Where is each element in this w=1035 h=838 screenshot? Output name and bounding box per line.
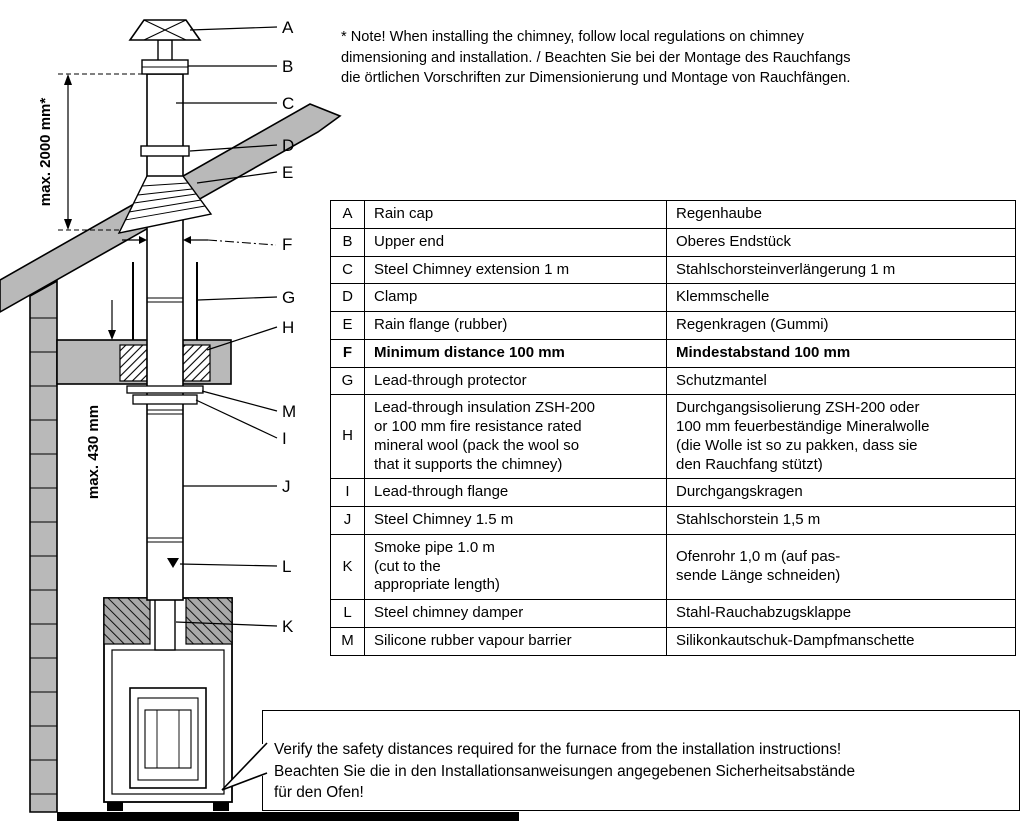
minimum-distance-arrows: [122, 236, 277, 246]
part-name-en: Lead-through flange: [364, 478, 667, 507]
part-label-a: A: [282, 18, 294, 37]
chimney-pipe: [146, 73, 184, 601]
part-label-k: K: [282, 617, 294, 636]
part-name-de: Klemmschelle: [666, 283, 1016, 312]
part-key: E: [330, 311, 365, 340]
smoke-pipe: [154, 597, 176, 651]
part-name-en: Silicone rubber vapour barrier: [364, 626, 667, 656]
part-label-e: E: [282, 163, 293, 182]
part-name-de: Oberes Endstück: [666, 227, 1016, 257]
note-text: * Note! When installing the chimney, fol…: [341, 29, 851, 87]
part-name-de: Schutzmantel: [666, 366, 1016, 396]
part-label-c: C: [282, 94, 294, 113]
part-label-h: H: [282, 318, 294, 337]
vapour-barrier: [126, 385, 204, 394]
part-name-de: Durchgangsisolierung ZSH-200 oder 100 mm…: [666, 394, 1016, 480]
table-row: H Lead-through insulation ZSH-200 or 100…: [330, 394, 1016, 480]
leader-lines: [175, 26, 278, 627]
part-key: F: [330, 338, 365, 368]
part-name-de: Mindestabstand 100 mm: [666, 338, 1016, 368]
part-label-f: F: [282, 235, 292, 254]
part-name-en: Steel chimney damper: [364, 599, 667, 628]
lead-through-protector: [132, 262, 198, 340]
table-row: D Clamp Klemmschelle: [330, 283, 1016, 312]
part-key: H: [330, 394, 365, 480]
rain-cap: [128, 19, 202, 63]
part-name-de: Ofenrohr 1,0 m (auf pas- sende Länge sch…: [666, 533, 1016, 601]
table-row: L Steel chimney damper Stahl-Rauchabzugs…: [330, 599, 1016, 628]
part-label-d: D: [282, 136, 294, 155]
table-row: J Steel Chimney 1.5 m Stahlschorstein 1,…: [330, 506, 1016, 535]
part-name-de: Stahlschorstein 1,5 m: [666, 506, 1016, 535]
stove-door-window: [144, 709, 192, 769]
damper-marker: [167, 558, 179, 568]
lead-through-flange: [132, 394, 198, 405]
dimension-430: max. 430 mm: [85, 300, 116, 499]
parts-table: A Rain cap Regenhaube B Upper end Oberes…: [330, 200, 1016, 656]
table-row: I Lead-through flange Durchgangskragen: [330, 478, 1016, 507]
part-label-m: M: [282, 402, 296, 421]
part-label-i: I: [282, 429, 287, 448]
clamp: [140, 145, 190, 157]
part-name-en: Steel Chimney extension 1 m: [364, 255, 667, 285]
ground-line: [57, 812, 519, 821]
table-row: M Silicone rubber vapour barrier Silikon…: [330, 626, 1016, 656]
part-name-en: Rain flange (rubber): [364, 311, 667, 340]
table-row: E Rain flange (rubber) Regenkragen (Gumm…: [330, 311, 1016, 340]
part-name-en: Upper end: [364, 227, 667, 257]
dimension-430-label: max. 430 mm: [85, 405, 102, 499]
stove: [103, 597, 233, 811]
part-name-de: Regenhaube: [666, 200, 1016, 229]
warning-box: Verify the safety distances required for…: [262, 710, 1020, 811]
part-name-de: Stahlschorsteinverlängerung 1 m: [666, 255, 1016, 285]
warning-tail: [221, 742, 269, 791]
stove-foot: [213, 802, 229, 811]
part-name-en: Minimum distance 100 mm: [364, 338, 667, 368]
lead-through-insulation: [119, 344, 211, 382]
part-name-de: Regenkragen (Gummi): [666, 311, 1016, 340]
part-name-en: Smoke pipe 1.0 m (cut to the appropriate…: [364, 533, 667, 601]
part-key: L: [330, 599, 365, 628]
table-row: F Minimum distance 100 mm Mindestabstand…: [330, 338, 1016, 368]
dimension-2000: max. 2000 mm*: [37, 73, 150, 231]
part-name-en: Clamp: [364, 283, 667, 312]
table-row: B Upper end Oberes Endstück: [330, 227, 1016, 257]
stove-foot: [107, 802, 123, 811]
upper-end: [141, 59, 189, 75]
part-label-b: B: [282, 57, 293, 76]
part-name-en: Lead-through insulation ZSH-200 or 100 m…: [364, 394, 667, 480]
table-row: K Smoke pipe 1.0 m (cut to the appropria…: [330, 533, 1016, 601]
warning-text: Verify the safety distances required for…: [274, 741, 856, 801]
wall: [29, 279, 58, 813]
part-label-g: G: [282, 288, 295, 307]
part-labels: A B C D E F G H M I J L K: [282, 18, 296, 636]
part-name-de: Silikonkautschuk-Dampfmanschette: [666, 626, 1016, 656]
part-label-l: L: [282, 557, 291, 576]
part-name-de: Stahl-Rauchabzugsklappe: [666, 599, 1016, 628]
part-label-j: J: [282, 477, 291, 496]
dimension-2000-label: max. 2000 mm*: [37, 98, 54, 207]
rain-flange: [117, 175, 213, 234]
table-row: G Lead-through protector Schutzmantel: [330, 366, 1016, 396]
table-row: C Steel Chimney extension 1 m Stahlschor…: [330, 255, 1016, 285]
table-row: A Rain cap Regenhaube: [330, 200, 1016, 229]
part-key: M: [330, 626, 365, 656]
part-name-en: Rain cap: [364, 200, 667, 229]
